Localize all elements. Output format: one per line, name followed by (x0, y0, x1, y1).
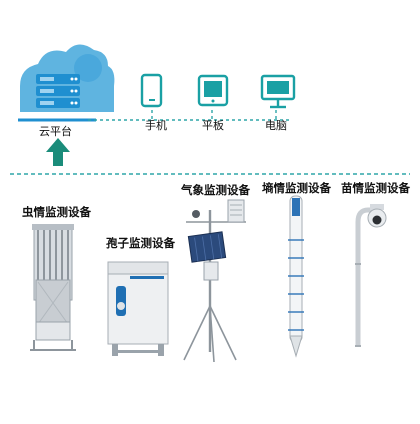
cloud-server-icon (20, 44, 115, 112)
tablet-icon (197, 74, 229, 107)
up-arrow-icon (46, 138, 70, 166)
insect-monitor-device (30, 224, 76, 351)
equipment-label-camera: 苗情监测设备 (341, 181, 410, 195)
spore-monitor-device (107, 261, 169, 356)
weather-station-device (183, 199, 246, 363)
crop-camera-device (355, 204, 387, 347)
soil-moisture-device (288, 195, 304, 358)
equipment-label-spore: 孢子监测设备 (106, 236, 175, 250)
device-label-computer: 电脑 (265, 119, 287, 132)
phone-icon (140, 73, 163, 108)
monitor-icon (260, 74, 296, 109)
cloud-platform-label: 云平台 (39, 125, 72, 138)
device-label-tablet: 平板 (202, 119, 224, 132)
equipment-label-insect: 虫情监测设备 (22, 205, 91, 219)
device-label-phone: 手机 (145, 119, 167, 132)
equipment-label-soil: 墒情监测设备 (262, 181, 331, 195)
equipment-label-weather: 气象监测设备 (181, 183, 250, 197)
